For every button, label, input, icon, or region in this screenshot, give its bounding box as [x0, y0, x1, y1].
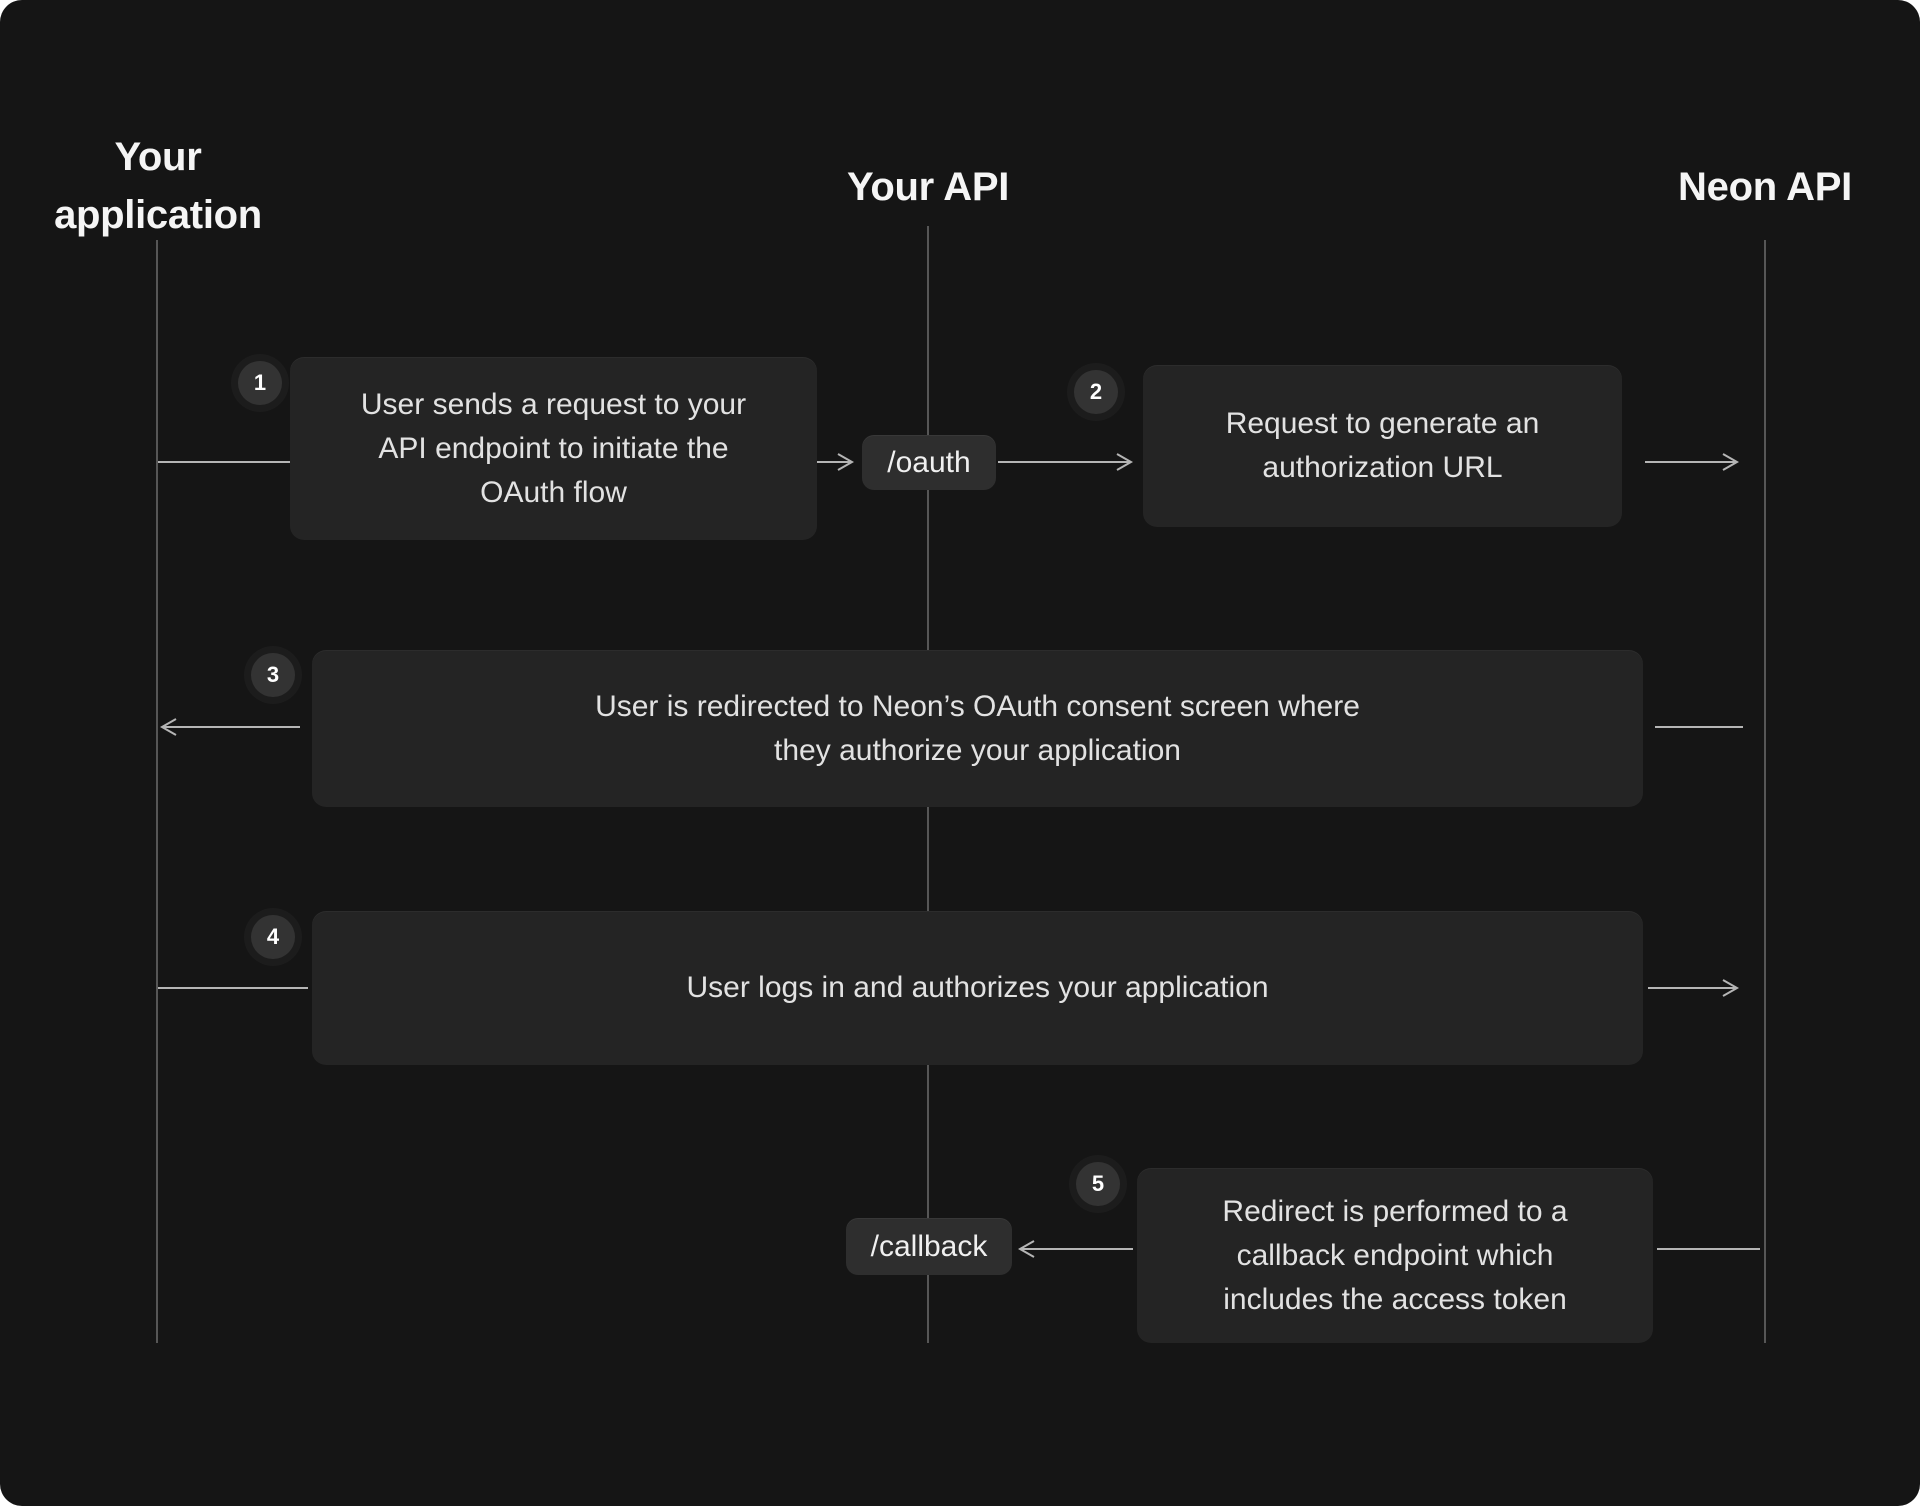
step-text-line: API endpoint to initiate the [378, 431, 729, 465]
step-3-badge: 3 [251, 653, 295, 697]
callback-endpoint-chip: /callback [846, 1218, 1012, 1275]
step-3-box: User is redirected to Neon’s OAuth conse… [312, 650, 1643, 807]
step-text-line: OAuth flow [480, 475, 627, 509]
oauth-endpoint-chip: /oauth [862, 435, 996, 490]
step-text-line: includes the access token [1223, 1282, 1567, 1316]
step-4-badge: 4 [251, 915, 295, 959]
step-text-line: they authorize your application [774, 733, 1181, 767]
step-text-line: authorization URL [1262, 451, 1503, 484]
actor-label-your-api: Your API [846, 165, 1010, 209]
step-1-box: User sends a request to your API endpoin… [290, 357, 817, 540]
arrow-step-5 [1017, 1240, 1760, 1258]
step-2-box: Request to generate an authorization URL [1143, 365, 1622, 527]
actor-label-your-application: Your application [54, 135, 262, 237]
step-text-line: User is redirected to Neon’s OAuth conse… [595, 689, 1360, 723]
step-4-box: User logs in and authorizes your applica… [312, 911, 1643, 1065]
step-5-badge: 5 [1076, 1162, 1120, 1206]
actor-label-neon-api: Neon API [1678, 165, 1852, 209]
arrow-step-4 [158, 979, 1740, 997]
arrow-step-3 [159, 718, 1743, 736]
step-5-box: Redirect is performed to a callback endp… [1137, 1168, 1653, 1343]
step-text-line: User sends a request to your [360, 387, 747, 421]
step-text-line: Request to generate an [1225, 407, 1540, 440]
step-2-badge: 2 [1074, 370, 1118, 414]
step-1-badge: 1 [238, 361, 282, 405]
step-text-line: callback endpoint which [1236, 1238, 1554, 1272]
arrow-step-2 [1645, 453, 1740, 471]
step-text-line: User logs in and authorizes your applica… [686, 971, 1269, 1004]
step-text-line: Redirect is performed to a [1222, 1194, 1568, 1228]
